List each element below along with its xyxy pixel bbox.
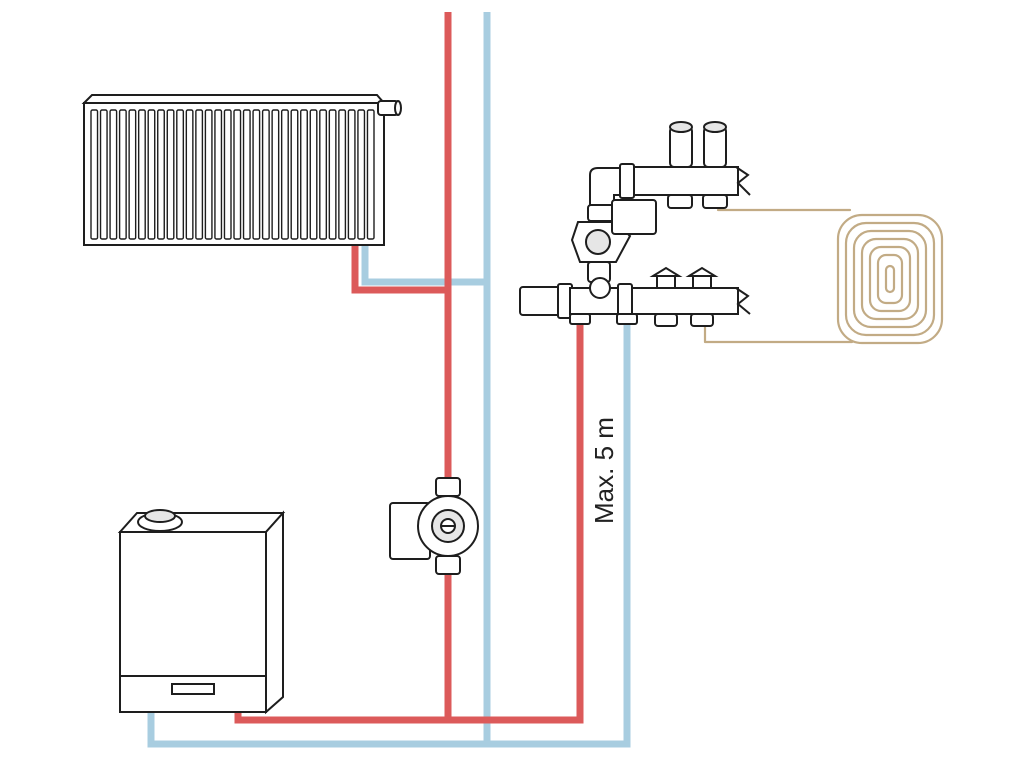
radiator-top bbox=[81, 94, 387, 104]
floor-loop-center bbox=[884, 264, 896, 294]
lower-manifold-break bbox=[735, 287, 751, 315]
radiator-fin bbox=[166, 109, 175, 240]
radiator-fin bbox=[128, 109, 137, 240]
lower-outlet-1 bbox=[654, 313, 678, 327]
radiator-icon bbox=[81, 94, 402, 246]
radiator-fin bbox=[347, 109, 356, 240]
upper-outlet-2 bbox=[702, 194, 728, 209]
radiator-fin bbox=[242, 109, 251, 240]
pump-pipe-bottom bbox=[435, 555, 461, 575]
boiler-front bbox=[119, 531, 267, 713]
boiler-flue-cap bbox=[144, 509, 176, 523]
floor-loop-ring-2 bbox=[844, 221, 936, 337]
boiler-side bbox=[265, 510, 284, 715]
floor-loop-ring-3 bbox=[852, 229, 928, 329]
lower-connector-flow bbox=[569, 313, 591, 325]
max-distance-label: Max. 5 m bbox=[589, 417, 619, 524]
radiator-fin bbox=[280, 109, 289, 240]
radiator-fin bbox=[137, 109, 146, 240]
boiler-flow-line bbox=[234, 322, 584, 724]
radiator-flow-branch bbox=[351, 245, 448, 294]
actuator-1 bbox=[669, 121, 693, 168]
radiator-fin bbox=[109, 109, 118, 240]
radiator-fin bbox=[157, 109, 165, 240]
radiator-fin bbox=[185, 109, 194, 240]
floor-loop-ring-5 bbox=[868, 245, 912, 313]
valve-cap-2 bbox=[685, 266, 719, 289]
upper-union bbox=[619, 163, 635, 199]
floor-loop-return bbox=[703, 318, 854, 344]
radiator-fin bbox=[252, 109, 261, 240]
pump-pipe-top bbox=[435, 477, 461, 497]
radiator-fin bbox=[90, 109, 99, 240]
radiator-fin bbox=[300, 109, 308, 240]
radiator-fin bbox=[290, 109, 299, 240]
floor-loop-ring-1 bbox=[836, 213, 944, 345]
radiator-fin bbox=[309, 109, 318, 240]
radiator-fin bbox=[261, 109, 270, 240]
radiator-fin bbox=[176, 109, 185, 240]
floor-heating-coil-icon bbox=[703, 208, 944, 345]
flow-pipes bbox=[234, 12, 584, 724]
upper-manifold-break bbox=[735, 166, 751, 196]
lower-union-right bbox=[617, 283, 633, 319]
upper-manifold-bar bbox=[633, 166, 739, 196]
radiator-fin bbox=[233, 109, 242, 240]
lower-manifold-bar bbox=[631, 287, 739, 315]
radiator-fin bbox=[223, 109, 232, 240]
radiator-fin bbox=[338, 109, 347, 240]
radiator-return-branch bbox=[361, 245, 487, 286]
radiator-valve-cap bbox=[394, 100, 402, 116]
boiler-display bbox=[171, 683, 215, 695]
actuator-2 bbox=[703, 121, 727, 168]
valve-cap-1 bbox=[649, 266, 683, 289]
floor-loop-ring-4 bbox=[860, 237, 920, 321]
manifold-icon bbox=[519, 121, 751, 327]
mixing-pump-icon bbox=[570, 199, 657, 283]
lower-outlet-2 bbox=[690, 313, 714, 327]
radiator-fin bbox=[99, 109, 108, 240]
radiator-fins bbox=[90, 109, 375, 240]
radiator-fin bbox=[195, 109, 204, 240]
radiator-fin bbox=[118, 109, 127, 240]
lower-tee-join bbox=[589, 277, 611, 299]
radiator-fin bbox=[328, 109, 337, 240]
lower-connector-return bbox=[616, 313, 638, 325]
radiator-fin bbox=[214, 109, 223, 240]
boiler-return-line bbox=[147, 322, 631, 748]
boiler-icon bbox=[117, 509, 286, 715]
upper-outlet-1 bbox=[667, 194, 693, 209]
floor-loop-ring-6 bbox=[876, 253, 904, 305]
radiator-fin bbox=[357, 109, 366, 240]
radiator-fin bbox=[147, 109, 156, 240]
lower-inlet bbox=[519, 286, 561, 316]
radiator-fin bbox=[204, 109, 213, 240]
radiator-fin bbox=[366, 109, 375, 240]
radiator-fin bbox=[271, 109, 280, 240]
pump-icon bbox=[389, 477, 479, 575]
radiator-fin bbox=[319, 109, 328, 240]
